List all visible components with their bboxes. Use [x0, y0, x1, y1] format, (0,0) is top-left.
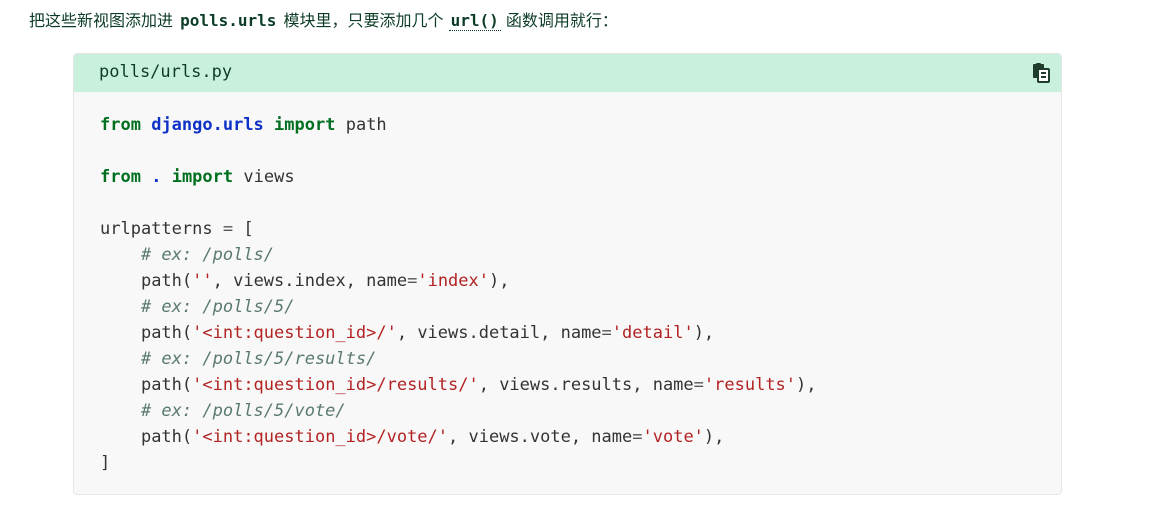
call-close: ), — [693, 323, 715, 343]
module-name: django.urls — [151, 115, 264, 135]
intro-text-after: 函数调用就行： — [505, 11, 618, 30]
call-open: path( — [140, 271, 193, 291]
string-literal: '<int:question_id>/' — [192, 323, 397, 343]
keyword-import: import — [274, 115, 336, 135]
equals-operator: = — [693, 375, 704, 395]
code-header: polls/urls.py — [74, 54, 1061, 92]
code-comment: # ex: /polls/5/vote/ — [140, 401, 346, 421]
string-literal: 'vote' — [642, 427, 704, 447]
call-close: ), — [489, 271, 510, 291]
code-line-3: from . import views — [100, 164, 817, 190]
code-line-5: urlpatterns = [ — [100, 216, 817, 242]
string-literal: 'detail' — [611, 323, 694, 343]
module-code: polls.urls — [180, 11, 277, 30]
module-name: . — [151, 167, 162, 187]
code-line-2 — [100, 138, 817, 164]
code-line-12: # ex: /polls/5/vote/ — [100, 398, 817, 424]
equals-operator: = — [601, 323, 612, 343]
intro-text-before: 把这些新视图添加进 — [29, 11, 174, 30]
equals-operator: = — [407, 271, 418, 291]
call-close: ), — [796, 375, 817, 395]
keyword-from: from — [100, 167, 141, 187]
code-block: polls/urls.py from django.urls import pa… — [73, 53, 1062, 495]
string-literal: 'index' — [417, 271, 489, 291]
code-comment: # ex: /polls/5/ — [140, 297, 295, 317]
call-args: , views.vote, name — [448, 427, 633, 447]
close-bracket: ] — [100, 453, 111, 473]
string-literal: '<int:question_id>/vote/' — [192, 427, 449, 447]
equals-operator: = — [632, 427, 643, 447]
code-filename: polls/urls.py — [99, 62, 233, 82]
call-args: , views.index, name — [212, 271, 408, 291]
import-name: views — [243, 167, 295, 187]
copy-icon-graphic — [1033, 63, 1050, 83]
call-open: path( — [140, 375, 193, 395]
code-line-1: from django.urls import path — [100, 112, 817, 138]
assign-operator: = — [222, 219, 234, 239]
url-function-link[interactable]: url() — [448, 11, 501, 31]
code-line-6: # ex: /polls/ — [100, 242, 817, 268]
code-line-10: # ex: /polls/5/results/ — [100, 346, 817, 372]
keyword-from: from — [100, 115, 141, 135]
string-literal: '<int:question_id>/results/' — [192, 375, 479, 395]
code-line-11: path('<int:question_id>/results/', views… — [100, 372, 817, 398]
variable-name: urlpatterns — [100, 219, 213, 239]
intro-text-middle: 模块里，只要添加几个 — [283, 11, 444, 30]
call-close: ), — [703, 427, 725, 447]
keyword-import: import — [171, 167, 234, 187]
intro-paragraph: 把这些新视图添加进 polls.urls 模块里，只要添加几个 url() 函数… — [29, 8, 618, 34]
string-literal: 'results' — [703, 375, 797, 395]
code-line-4 — [100, 190, 817, 216]
call-args: , views.results, name — [478, 375, 694, 395]
code-line-14: ] — [100, 450, 817, 476]
code-line-7: path('', views.index, name='index'), — [100, 268, 817, 294]
call-open: path( — [140, 427, 193, 447]
copy-icon[interactable] — [1032, 63, 1050, 83]
call-args: , views.detail, name — [396, 323, 602, 343]
import-name: path — [345, 115, 387, 135]
code-comment: # ex: /polls/5/results/ — [140, 349, 377, 369]
string-literal: '' — [192, 271, 213, 291]
code-line-13: path('<int:question_id>/vote/', views.vo… — [100, 424, 817, 450]
code-line-9: path('<int:question_id>/', views.detail,… — [100, 320, 817, 346]
call-open: path( — [140, 323, 193, 343]
code-line-8: # ex: /polls/5/ — [100, 294, 817, 320]
open-bracket: [ — [243, 219, 254, 239]
code-comment: # ex: /polls/ — [140, 245, 275, 265]
